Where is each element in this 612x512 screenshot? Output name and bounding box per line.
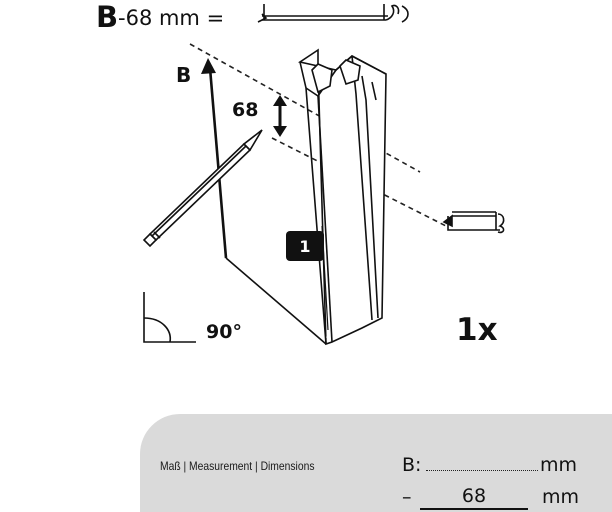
quantity-label: 1x	[456, 312, 498, 348]
wall-profile	[225, 48, 387, 346]
offset-label: 68	[232, 99, 258, 121]
minus-sign: –	[402, 486, 412, 508]
b-input-line[interactable]	[426, 470, 538, 471]
header-formula: -68 mm =	[118, 6, 224, 30]
header-letter: B	[96, 0, 118, 34]
wall-line	[208, 67, 228, 259]
measurement-caption: Maß | Measurement | Dimensions	[160, 459, 315, 473]
subtract-value: 68	[461, 485, 487, 507]
b-unit: mm	[540, 454, 578, 476]
clamp-icon	[442, 211, 505, 234]
arrow-up-icon	[201, 58, 216, 74]
lower-dashed-line	[271, 137, 447, 227]
angle-label: 90°	[206, 321, 242, 343]
pencil-icon	[142, 129, 263, 248]
right-angle-icon	[143, 292, 196, 343]
part-number: 1	[299, 237, 310, 256]
arrow-label: B	[176, 63, 191, 87]
b-label: B:	[402, 454, 422, 476]
part-badge	[286, 231, 324, 261]
double-arrow-icon	[273, 95, 287, 137]
measurement-panel	[140, 414, 612, 512]
subtract-unit: mm	[542, 486, 580, 508]
subtract-underline	[420, 508, 528, 510]
profile-icon-header	[257, 4, 409, 23]
